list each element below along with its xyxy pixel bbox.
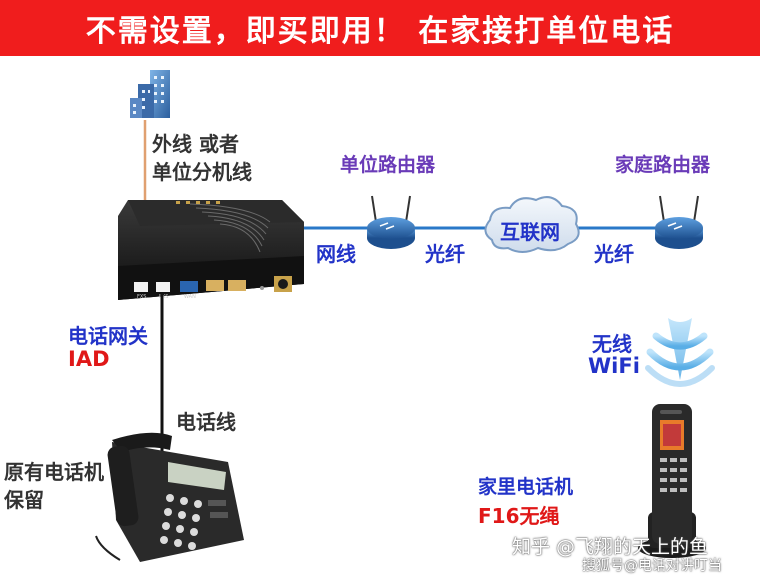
internet-label: 互联网 [500, 220, 560, 244]
top-banner: 不需设置，即买即用！ 在家接打单位电话 [0, 0, 760, 56]
cordless-phone-icon [638, 404, 706, 558]
banner-title: 不需设置，即买即用！ 在家接打单位电话 [85, 14, 675, 49]
iad-gateway-device [118, 200, 304, 300]
port-label-wan: WAN [184, 294, 196, 300]
desk-phone-icon [95, 432, 244, 562]
fiber-label-right: 光纤 [594, 242, 634, 266]
home-router-label: 家庭路由器 [615, 154, 711, 176]
port-label-fxs-2: FXS [159, 294, 168, 300]
original-phone-label-2: 保留 [4, 488, 44, 512]
wireless-label: 无线 [592, 332, 632, 356]
office-building-icon [130, 70, 170, 118]
gateway-name-label: 电话网关 [68, 324, 148, 348]
gateway-model-label: IAD [68, 347, 110, 371]
home-phone-model-label: F16无绳 [478, 504, 560, 528]
home-phone-label: 家里电话机 [478, 476, 574, 498]
internet-cloud-icon [484, 196, 580, 253]
outside-line-label-2: 单位分机线 [152, 160, 252, 184]
outside-line-label-1: 外线 或者 [152, 132, 239, 156]
port-label-fxs-1: FXS [137, 294, 146, 300]
wifi-label: WiFi [588, 354, 640, 378]
wifi-signal-icon [645, 318, 715, 387]
network-cable-label: 网线 [316, 242, 356, 266]
fiber-label-left: 光纤 [425, 242, 465, 266]
phone-line-label: 电话线 [176, 410, 236, 434]
office-router-label: 单位路由器 [340, 154, 436, 176]
zhihu-watermark: 知乎 @飞翔的天上的鱼 [512, 536, 709, 558]
office-router-icon [367, 195, 415, 249]
original-phone-label-1: 原有电话机 [4, 460, 104, 484]
home-router-icon [655, 195, 703, 249]
sohu-watermark: 搜狐号@电话对讲叮当 [582, 558, 722, 574]
